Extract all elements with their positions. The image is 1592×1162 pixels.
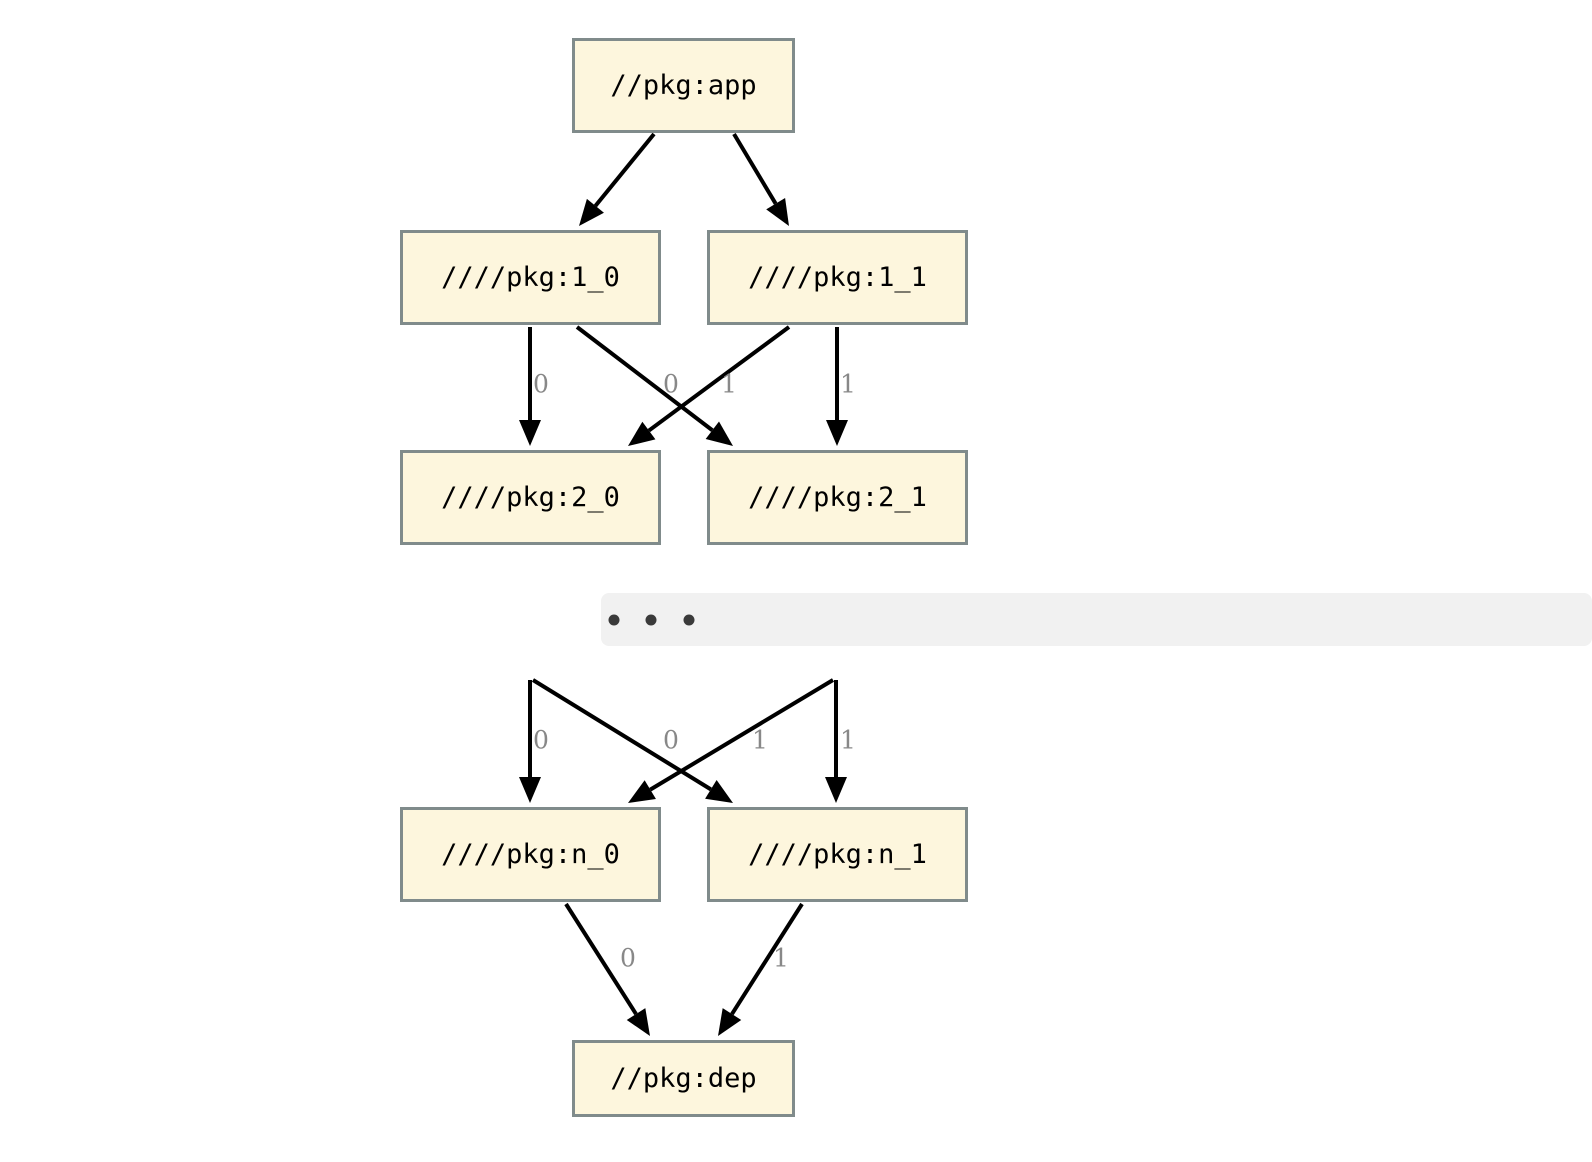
node-label-dep: //pkg:dep [610, 1063, 756, 1094]
ellipsis-dot-1 [645, 614, 657, 626]
edge-label-dots-n_1: 0 [663, 726, 679, 755]
edge-label-dots2-n_1: 1 [840, 726, 856, 755]
edges-layer [519, 132, 848, 1036]
edge-app-1_1 [732, 132, 778, 205]
edge-label-dots-n_0: 0 [533, 726, 549, 755]
edge-label-1_1-2_0: 1 [721, 370, 737, 399]
edge-labels-layer: 0 0 1 1 0 0 1 1 0 1 [533, 370, 856, 973]
node-n1_1[interactable]: ////pkg:1_1 [707, 230, 968, 325]
node-label-n1_0: ////pkg:1_0 [441, 262, 620, 293]
node-box-n2_0[interactable] [400, 450, 661, 545]
node-nn_1[interactable]: ////pkg:n_1 [707, 807, 968, 902]
edge-arrowhead-dots-n_1 [705, 780, 733, 803]
edge-1_1-2_0 [647, 325, 791, 433]
edge-label-n_1-dep: 1 [773, 944, 789, 973]
ellipsis-dot-0 [608, 614, 620, 626]
node-box-n1_1[interactable] [707, 230, 968, 325]
node-n1_0[interactable]: ////pkg:1_0 [400, 230, 661, 325]
edge-arrowhead-1_0-2_1 [705, 421, 733, 446]
edge-arrowhead-dots2-n_1 [825, 777, 847, 803]
edge-1_0-2_1 [575, 325, 714, 432]
node-box-nn_1[interactable] [707, 807, 968, 902]
edge-arrowhead-1_1-2_0 [628, 421, 656, 446]
nodes-layer: //pkg:app ////pkg:1_0 ////pkg:1_1 ////pkg:2… [400, 38, 968, 1117]
edge-label-1_0-2_1: 0 [663, 370, 679, 399]
edge-arrowhead-n_1-dep [718, 1008, 742, 1036]
node-label-app: //pkg:app [610, 70, 756, 101]
edge-dots-n_1 [531, 678, 712, 792]
node-box-n2_1[interactable] [707, 450, 968, 545]
node-app[interactable]: //pkg:app [572, 38, 795, 133]
edge-arrowhead-1_0-2_0 [519, 420, 541, 446]
edge-label-1_0-2_0: 0 [533, 370, 549, 399]
edge-n_0-dep [564, 902, 638, 1016]
edge-n_1-dep [730, 902, 804, 1016]
node-label-nn_0: ////pkg:n_0 [441, 839, 620, 870]
node-label-nn_1: ////pkg:n_1 [748, 839, 927, 870]
edge-label-dots2-n_0: 1 [752, 726, 768, 755]
ellipsis-dots [608, 614, 695, 626]
node-box-n1_0[interactable] [400, 230, 661, 325]
node-n2_0[interactable]: ////pkg:2_0 [400, 450, 661, 545]
node-box-dep[interactable] [572, 1040, 795, 1117]
edge-arrowhead-dots-n_0 [519, 777, 541, 803]
node-label-n2_0: ////pkg:2_0 [441, 482, 620, 513]
node-dep[interactable]: //pkg:dep [572, 1040, 795, 1117]
edge-arrowhead-dots2-n_0 [628, 780, 656, 803]
edge-label-1_1-2_1: 1 [840, 370, 856, 399]
ellipsis-separator [601, 593, 1592, 646]
edge-arrowhead-1_1-2_1 [826, 420, 848, 446]
node-box-app[interactable] [572, 38, 795, 133]
edge-dots2-n_0 [649, 678, 835, 792]
node-box-nn_0[interactable] [400, 807, 661, 902]
ellipsis-dot-2 [683, 614, 695, 626]
node-n2_1[interactable]: ////pkg:2_1 [707, 450, 968, 545]
edge-label-n_0-dep: 0 [620, 944, 636, 973]
edge-app-1_0 [593, 132, 656, 208]
node-label-n2_1: ////pkg:2_1 [748, 482, 927, 513]
edge-arrowhead-n_0-dep [626, 1008, 650, 1036]
edge-arrowhead-app-1_0 [579, 198, 604, 226]
node-nn_0[interactable]: ////pkg:n_0 [400, 807, 661, 902]
ellipsis-band [601, 593, 1592, 646]
edge-arrowhead-app-1_1 [766, 198, 789, 226]
node-label-n1_1: ////pkg:1_1 [748, 262, 927, 293]
